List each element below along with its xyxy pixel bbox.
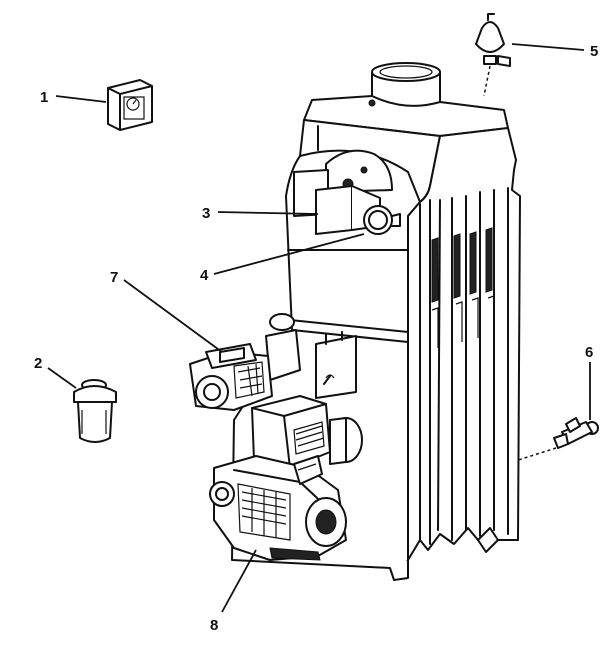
callout-numbers: 1 2 3 4 5 6 7 8 — [34, 43, 598, 634]
callout-5: 5 — [590, 43, 598, 60]
callout-8: 8 — [210, 617, 218, 634]
part-1-thermostat-box — [107, 79, 153, 131]
front-control-panel — [315, 331, 357, 399]
callout-6: 6 — [585, 344, 593, 361]
callout-2: 2 — [34, 355, 42, 372]
part-5-air-vent — [475, 13, 511, 97]
part-4-gauge — [363, 205, 401, 235]
part-2-oil-filter — [73, 379, 117, 443]
callout-4: 4 — [200, 267, 209, 284]
callout-7: 7 — [110, 269, 118, 286]
part-3-inspection-door — [293, 149, 393, 235]
part-6-drain-valve — [511, 417, 599, 463]
part-8-oil-burner — [209, 395, 363, 561]
part-7-circulating-pump — [189, 313, 301, 411]
callout-1: 1 — [40, 89, 48, 106]
leader-lines — [47, 43, 591, 613]
callout-3: 3 — [202, 205, 210, 222]
